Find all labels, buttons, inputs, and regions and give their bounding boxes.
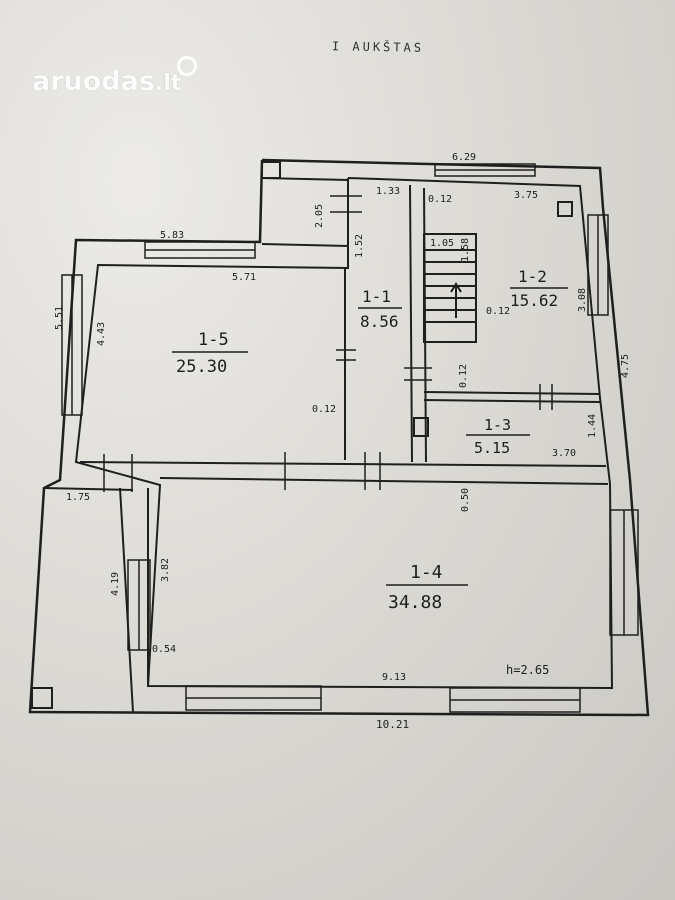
left-room-right-wall (119, 487, 134, 713)
left-room-top-wall (43, 487, 134, 491)
dim-corr-top: 1.33 (376, 186, 400, 197)
dim-wall-012-r15: 0.12 (312, 404, 336, 415)
dim-left-419: 4.19 (110, 572, 121, 596)
dim-r15-side: 4.43 (96, 322, 107, 346)
watermark-tld: .lt (154, 71, 182, 96)
stove-symbol-1 (557, 201, 573, 217)
room-labels: 1-5 25.30 1-1 8.56 1-2 15.62 1-3 5.15 1-… (172, 267, 568, 613)
dim-height: h=2.65 (506, 663, 549, 677)
dim-r14-w: 9.13 (382, 672, 406, 683)
outer-wall-outline (28, 158, 650, 717)
dim-bottom-total: 10.21 (376, 718, 409, 731)
corner-square-bl (31, 687, 53, 709)
dim-r14-side: 3.82 (160, 558, 171, 582)
dim-wall-050: 0.50 (460, 488, 471, 512)
room-label-1-4: 1-4 (410, 562, 443, 583)
small-room-wall (261, 177, 349, 248)
room-area-1-4: 34.88 (388, 592, 442, 613)
dim-left-top: 5.83 (160, 230, 184, 241)
dim-stair-158: 1.58 (460, 238, 471, 262)
room-label-1-3: 1-3 (484, 416, 511, 434)
dim-wall-054: 0.54 (152, 644, 176, 655)
room-label-1-1: 1-1 (362, 287, 391, 306)
dim-r12-top: 3.75 (514, 190, 538, 201)
corridor-wall-right (409, 184, 413, 463)
dim-wall-012-top: 0.12 (428, 194, 452, 205)
dim-r15-top: 5.71 (232, 272, 256, 283)
room-area-1-3: 5.15 (474, 439, 510, 457)
room-13-top-wall-inner (423, 399, 601, 403)
dim-left-side: 5.51 (54, 306, 65, 330)
room-13-top-wall (423, 391, 601, 395)
dim-right-side: 4.75 (620, 354, 631, 378)
room-label-1-2: 1-2 (518, 267, 547, 286)
corner-square-tl (261, 161, 281, 179)
dimension-labels: 6.29 1.33 0.12 3.75 2.05 1.52 5.83 5.71 … (54, 152, 631, 731)
dim-r13-side: 1.44 (587, 414, 598, 438)
middle-wall-bottom (159, 477, 609, 485)
dim-top-total: 6.29 (452, 152, 476, 163)
watermark-logo: aruodas.lt (32, 56, 201, 97)
dim-wall-012-mid: 0.12 (486, 306, 510, 317)
dim-r12-side: 3.08 (577, 288, 588, 312)
stove-symbol-2 (413, 417, 429, 437)
dim-stair-105: 1.05 (430, 238, 454, 249)
room-area-1-2: 15.62 (510, 291, 558, 310)
dim-wall-012-corr: 0.12 (458, 364, 469, 388)
dim-small-205: 2.05 (314, 204, 325, 228)
watermark-text: aruodas (32, 66, 155, 97)
staircase (423, 233, 477, 343)
room-area-1-5: 25.30 (176, 357, 227, 377)
dim-corr-152: 1.52 (354, 234, 365, 258)
room-area-1-1: 8.56 (360, 312, 399, 331)
dim-left-175: 1.75 (66, 492, 90, 503)
middle-wall-top (79, 461, 607, 467)
dim-r13-w: 3.70 (552, 448, 576, 459)
room-label-1-5: 1-5 (198, 330, 229, 350)
house-roof-icon (177, 56, 198, 76)
